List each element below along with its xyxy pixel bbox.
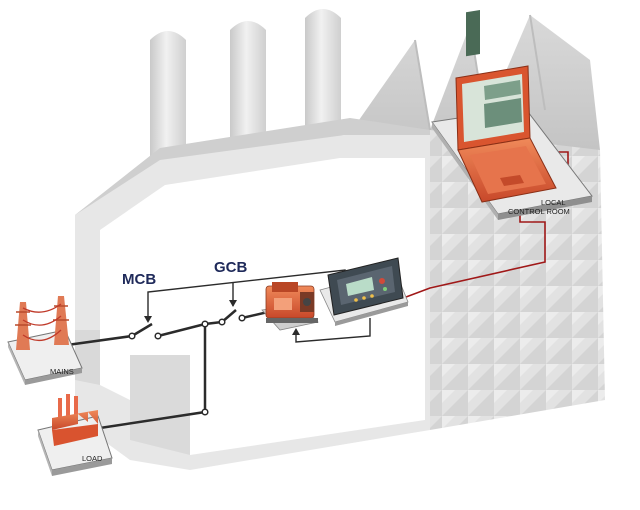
control-room-block: LOCAL CONTROL ROOM bbox=[431, 9, 593, 220]
load-label: LOAD bbox=[82, 454, 103, 463]
control-room-label-line1: LOCAL bbox=[541, 198, 566, 207]
load-block: LOAD bbox=[37, 394, 113, 476]
interior bbox=[100, 158, 425, 455]
control-arrows bbox=[144, 300, 300, 335]
mains-block: MAINS bbox=[7, 296, 83, 385]
factory-icon bbox=[52, 394, 98, 446]
mains-label: MAINS bbox=[50, 367, 74, 376]
laptop-icon bbox=[455, 9, 557, 203]
pillar bbox=[130, 355, 190, 455]
power-pylon-icon bbox=[15, 296, 69, 350]
gcb-label: GCB bbox=[214, 259, 248, 276]
wire-nodes bbox=[128, 314, 246, 416]
comm-line bbox=[381, 151, 569, 307]
mcb-label: MCB bbox=[122, 271, 156, 288]
control-panel-icon bbox=[319, 257, 409, 326]
chimneys bbox=[150, 9, 341, 165]
main-roof bbox=[75, 118, 430, 220]
control-room-label-line2: CONTROL ROOM bbox=[508, 207, 570, 216]
generator-icon bbox=[261, 282, 319, 331]
left-pillar bbox=[75, 330, 100, 385]
